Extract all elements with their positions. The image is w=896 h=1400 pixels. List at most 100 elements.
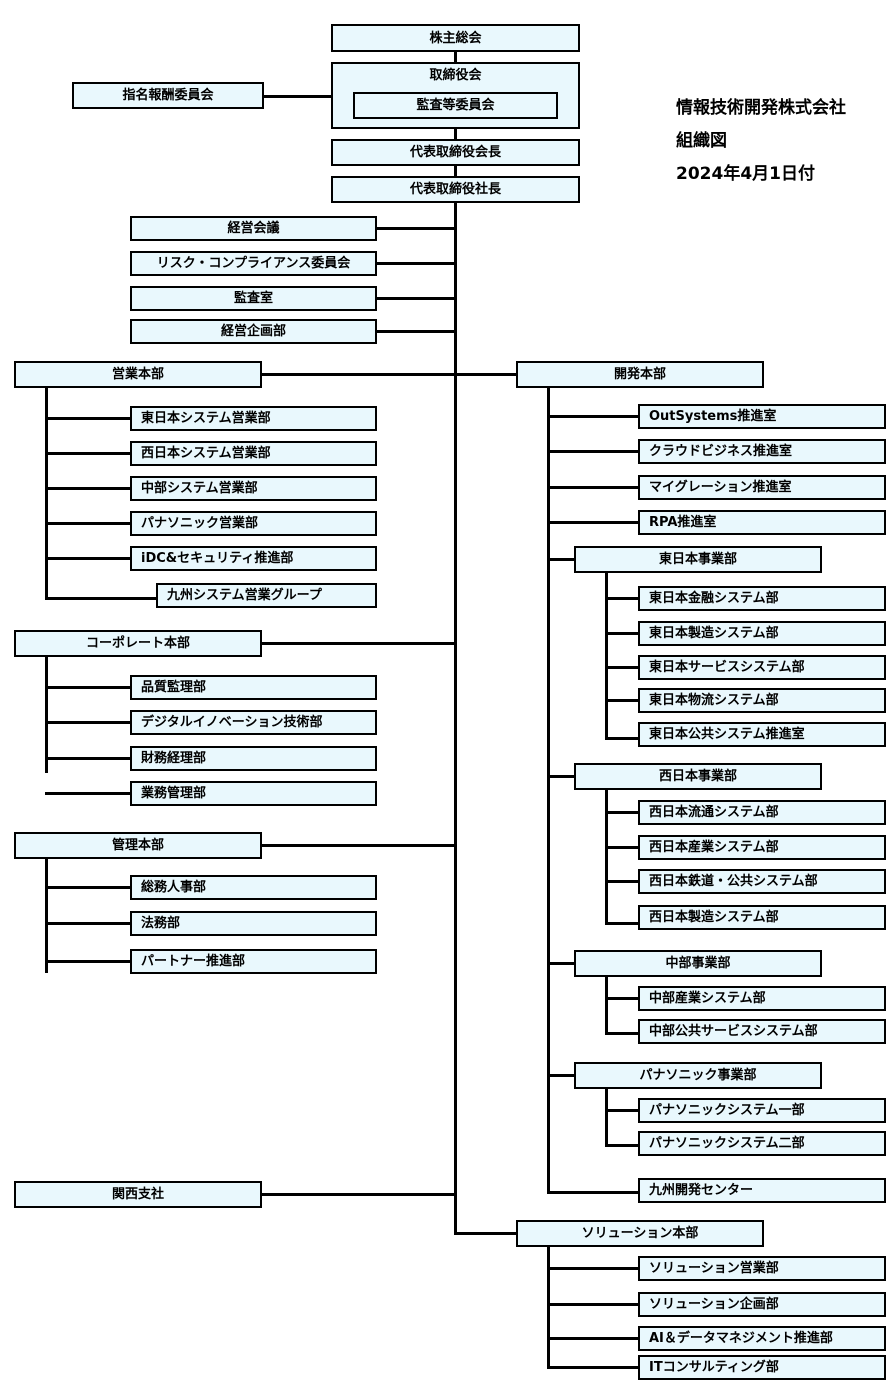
node-division-management[interactable]: 管理本部 xyxy=(14,832,262,859)
node-panasonic-child-1[interactable]: パナソニックシステム二部 xyxy=(638,1131,886,1156)
node-management-child-1[interactable]: 法務部 xyxy=(130,911,377,936)
node-solution-child-2[interactable]: AI＆データマネジメント推進部 xyxy=(638,1326,886,1351)
connector-staff-2 xyxy=(377,297,457,300)
connector-east-japan-child-3 xyxy=(605,699,638,702)
connector-kansai-to-spine xyxy=(262,1193,457,1196)
node-development-child-0[interactable]: OutSystems推進室 xyxy=(638,404,886,429)
connector-west-japan-to-spine xyxy=(547,775,574,778)
node-staff-2[interactable]: 監査室 xyxy=(130,286,377,311)
node-audit-committee[interactable]: 監査等委員会 xyxy=(353,92,558,119)
node-division-development[interactable]: 開発本部 xyxy=(516,361,764,388)
connector-east-japan-to-spine xyxy=(547,558,574,561)
connector-development-child-1 xyxy=(547,450,638,453)
connector-corporate-child-2 xyxy=(45,757,130,760)
node-subdivision-east-japan[interactable]: 東日本事業部 xyxy=(574,546,822,573)
connector-corporate-child-3 xyxy=(45,792,130,795)
node-division-solution[interactable]: ソリューション本部 xyxy=(516,1220,764,1247)
node-chubu-child-0[interactable]: 中部産業システム部 xyxy=(638,986,886,1011)
connector-east-japan-child-1 xyxy=(605,632,638,635)
node-staff-3[interactable]: 経営企画部 xyxy=(130,319,377,344)
node-subdivision-panasonic[interactable]: パナソニック事業部 xyxy=(574,1062,822,1089)
connector-development-child-0 xyxy=(547,415,638,418)
node-east-japan-child-4[interactable]: 東日本公共システム推進室 xyxy=(638,722,886,747)
node-division-sales[interactable]: 営業本部 xyxy=(14,361,262,388)
spine-west-japan xyxy=(605,790,608,925)
node-panasonic-child-0[interactable]: パナソニックシステム一部 xyxy=(638,1098,886,1123)
node-east-japan-child-3[interactable]: 東日本物流システム部 xyxy=(638,688,886,713)
connector-east-japan-child-4 xyxy=(605,737,638,740)
node-sales-child-4[interactable]: iDC&セキュリティ推進部 xyxy=(130,546,377,571)
connector-panasonic-child-0 xyxy=(605,1109,638,1112)
node-west-japan-child-1[interactable]: 西日本産業システム部 xyxy=(638,835,886,860)
spine-panasonic xyxy=(605,1089,608,1147)
node-nomination-committee[interactable]: 指名報酬委員会 xyxy=(72,82,264,109)
node-development-child-2[interactable]: マイグレーション推進室 xyxy=(638,475,886,500)
node-sales-child-5[interactable]: 九州システム営業グループ xyxy=(156,583,377,608)
connector-solution-child-2 xyxy=(547,1337,638,1340)
connector-corporate-child-0 xyxy=(45,686,130,689)
node-west-japan-child-3[interactable]: 西日本製造システム部 xyxy=(638,905,886,930)
connector-west-japan-child-3 xyxy=(605,922,638,925)
node-staff-0[interactable]: 経営会議 xyxy=(130,216,377,241)
connector-corporate-to-spine xyxy=(262,642,457,645)
connector-development-to-spine xyxy=(454,373,516,376)
node-subdivision-chubu[interactable]: 中部事業部 xyxy=(574,950,822,977)
spine-development xyxy=(547,388,550,1194)
node-development-child-3[interactable]: RPA推進室 xyxy=(638,510,886,535)
company-name: 情報技術開発株式会社 xyxy=(676,98,846,118)
node-chubu-child-1[interactable]: 中部公共サービスシステム部 xyxy=(638,1019,886,1044)
connector-west-japan-child-0 xyxy=(605,811,638,814)
connector-chubu-child-0 xyxy=(605,997,638,1000)
connector-sales-child-5 xyxy=(45,597,156,600)
node-solution-child-0[interactable]: ソリューション営業部 xyxy=(638,1256,886,1281)
node-president[interactable]: 代表取締役社長 xyxy=(331,176,580,203)
node-corporate-child-1[interactable]: デジタルイノベーション技術部 xyxy=(130,710,377,735)
node-east-japan-child-0[interactable]: 東日本金融システム部 xyxy=(638,586,886,611)
node-corporate-child-3[interactable]: 業務管理部 xyxy=(130,781,377,806)
node-east-japan-child-1[interactable]: 東日本製造システム部 xyxy=(638,621,886,646)
node-division-corporate[interactable]: コーポレート本部 xyxy=(14,630,262,657)
connector-solution-child-3 xyxy=(547,1366,638,1369)
connector-sales-to-spine xyxy=(262,373,457,376)
node-sales-child-1[interactable]: 西日本システム営業部 xyxy=(130,441,377,466)
node-chairman[interactable]: 代表取締役会長 xyxy=(331,139,580,166)
node-management-child-0[interactable]: 総務人事部 xyxy=(130,875,377,900)
connector-sales-child-1 xyxy=(45,452,130,455)
main-spine xyxy=(454,203,457,1234)
node-sales-child-0[interactable]: 東日本システム営業部 xyxy=(130,406,377,431)
node-solution-child-3[interactable]: ITコンサルティング部 xyxy=(638,1355,886,1380)
node-management-child-2[interactable]: パートナー推進部 xyxy=(130,949,377,974)
connector-solution-child-0 xyxy=(547,1267,638,1270)
node-shareholders-meeting[interactable]: 株主総会 xyxy=(331,24,580,52)
connector-staff-1 xyxy=(377,262,457,265)
connector-sales-child-4 xyxy=(45,557,130,560)
connector-development-child-2 xyxy=(547,486,638,489)
connector-development-child-3 xyxy=(547,521,638,524)
connector-east-japan-child-2 xyxy=(605,666,638,669)
connector-sales-child-3 xyxy=(45,522,130,525)
node-west-japan-child-0[interactable]: 西日本流通システム部 xyxy=(638,800,886,825)
node-corporate-child-2[interactable]: 財務経理部 xyxy=(130,746,377,771)
spine-management xyxy=(45,859,48,973)
document-type: 組織図 xyxy=(676,131,727,151)
connector-management-to-spine xyxy=(262,844,457,847)
node-kyushu-development-center[interactable]: 九州開発センター xyxy=(638,1178,886,1203)
spine-sales xyxy=(45,388,48,600)
node-staff-1[interactable]: リスク・コンプライアンス委員会 xyxy=(130,251,377,276)
node-corporate-child-0[interactable]: 品質監理部 xyxy=(130,675,377,700)
connector-east-japan-child-0 xyxy=(605,597,638,600)
node-subdivision-west-japan[interactable]: 西日本事業部 xyxy=(574,763,822,790)
connector-panasonic-child-1 xyxy=(605,1144,638,1147)
node-development-child-1[interactable]: クラウドビジネス推進室 xyxy=(638,439,886,464)
connector-west-japan-child-1 xyxy=(605,846,638,849)
node-west-japan-child-2[interactable]: 西日本鉄道・公共システム部 xyxy=(638,869,886,894)
connector-panasonic-to-spine xyxy=(547,1074,574,1077)
spine-solution xyxy=(547,1247,550,1368)
node-sales-child-3[interactable]: パナソニック営業部 xyxy=(130,511,377,536)
node-solution-child-1[interactable]: ソリューション企画部 xyxy=(638,1292,886,1317)
node-east-japan-child-2[interactable]: 東日本サービスシステム部 xyxy=(638,655,886,680)
node-branch-kansai[interactable]: 関西支社 xyxy=(14,1181,262,1208)
node-sales-child-2[interactable]: 中部システム営業部 xyxy=(130,476,377,501)
effective-date: 2024年4月1日付 xyxy=(676,164,815,184)
